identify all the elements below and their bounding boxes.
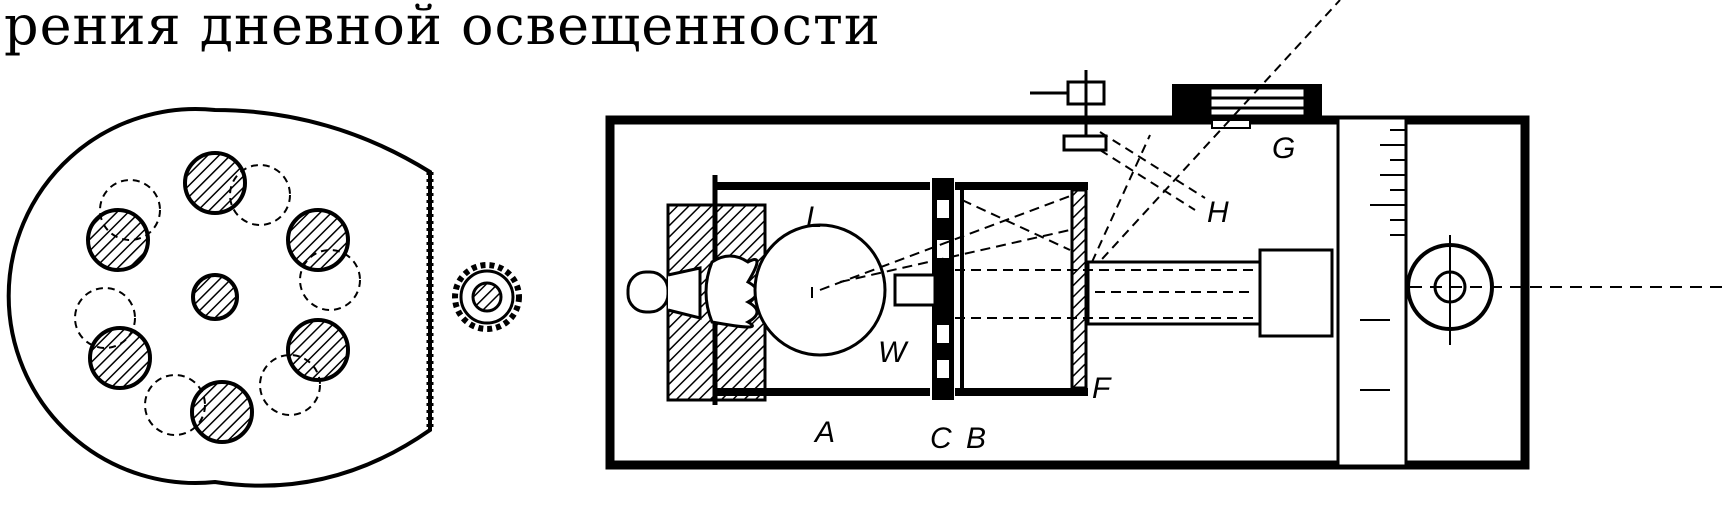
diaphragm-c — [893, 178, 954, 400]
label-h: H — [1207, 196, 1229, 229]
label-l: L — [806, 201, 823, 234]
photometer-box — [605, 0, 1724, 470]
chamber-b — [955, 182, 1088, 396]
filter-disc — [6, 107, 434, 488]
lamp-housing-a — [626, 175, 930, 405]
dashed-hole-positions — [74, 164, 361, 436]
label-b: B — [966, 422, 986, 455]
label-w: W — [878, 336, 909, 369]
page-heading-fragment: рения дневной освещенности — [4, 0, 881, 57]
label-a: A — [813, 416, 835, 449]
label-c: C — [930, 422, 952, 455]
label-f: F — [1092, 372, 1112, 405]
label-g: G — [1272, 132, 1295, 165]
filter-holes — [86, 151, 350, 444]
drive-gear — [452, 262, 522, 332]
scale-bar — [1336, 116, 1408, 468]
filter-f — [1070, 188, 1088, 390]
disc-center-hub — [191, 273, 239, 321]
